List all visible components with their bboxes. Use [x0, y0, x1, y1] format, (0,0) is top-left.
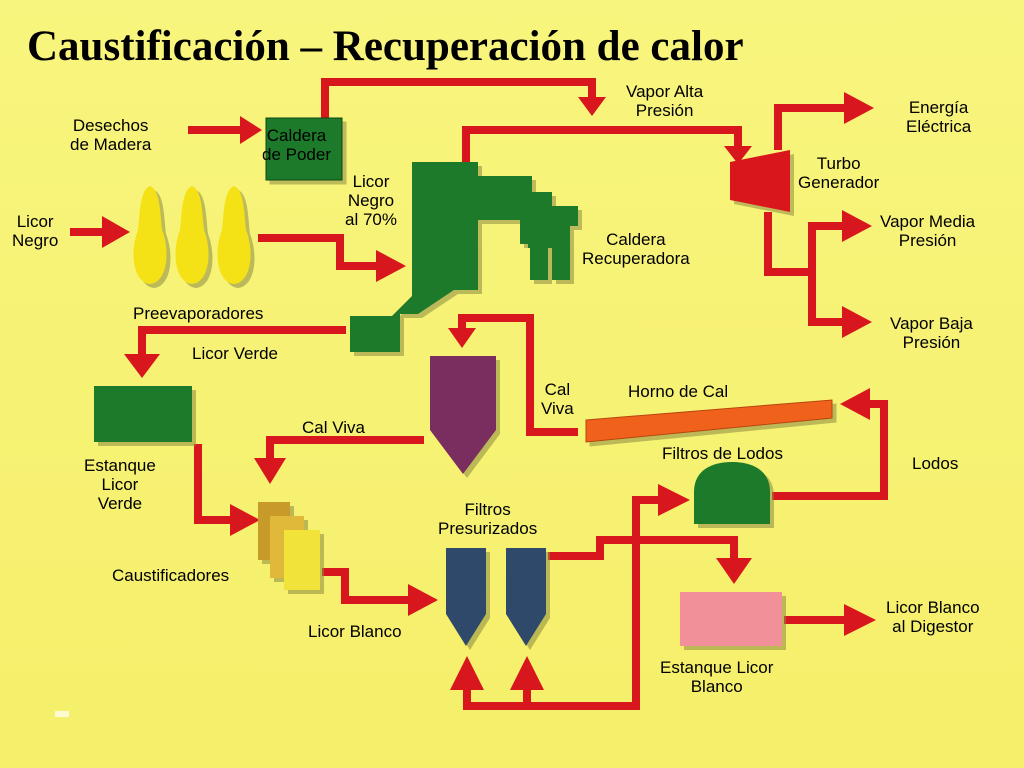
label-green-liquor: Licor Verde	[192, 344, 278, 363]
lime-kiln	[585, 399, 833, 443]
evaporator-3	[217, 186, 251, 284]
flow-hp-steam-header	[462, 126, 742, 162]
white-liquor-tank	[680, 592, 782, 646]
arrowhead	[408, 584, 438, 616]
evaporator-1	[133, 186, 167, 284]
arrowhead	[842, 306, 872, 338]
pressurized-filters	[446, 548, 546, 646]
label-pre-evaporators: Preevaporadores	[133, 304, 264, 323]
arrowhead	[102, 216, 130, 248]
label-caustifiers: Caustificadores	[112, 566, 230, 585]
flow-green-tank-to-caustifiers	[194, 444, 234, 524]
arrowhead	[510, 656, 544, 690]
arrowhead	[230, 504, 260, 536]
pressure-filter-1	[446, 548, 486, 646]
power-boiler	[265, 117, 343, 181]
label-white-liquor: Licor Blanco	[308, 622, 402, 641]
arrowhead	[842, 210, 872, 242]
arrowhead	[376, 250, 406, 282]
arrowhead	[254, 458, 286, 484]
arrowhead	[450, 656, 484, 690]
flow-kiln-to-silo	[458, 314, 578, 436]
arrowhead	[658, 484, 690, 516]
green-liquor-tank	[94, 386, 192, 442]
flow-lime-to-caustifiers	[266, 436, 424, 462]
evaporator-2	[175, 186, 209, 284]
pre-evaporators	[133, 186, 251, 284]
arrowhead	[578, 97, 606, 116]
flow-green-liquor	[138, 326, 346, 358]
flow-turbine-to-mp-steam	[764, 212, 846, 276]
label-mud: Lodos	[912, 454, 959, 473]
turbo-generator	[730, 150, 790, 212]
flow-turbine-to-lp-steam	[808, 272, 846, 326]
recovery-boiler	[350, 162, 578, 352]
caustifier-3	[284, 530, 320, 590]
flow-evap-to-recovery	[258, 234, 380, 270]
arrowhead	[124, 354, 160, 378]
flow-filters-to-white-tank	[548, 536, 738, 562]
arrowhead	[844, 604, 876, 636]
caustifiers	[258, 502, 320, 590]
flow-turbine-to-power	[774, 104, 848, 150]
arrowhead	[844, 92, 874, 124]
flow-mud-to-kiln	[772, 400, 888, 500]
small-mark	[55, 711, 69, 717]
label-quicklime: Cal Viva	[302, 418, 365, 437]
mud-filter	[694, 462, 770, 524]
arrowhead	[840, 388, 870, 420]
page-title: Caustificación – Recuperación de calor	[27, 23, 744, 70]
arrowhead	[724, 146, 752, 164]
label-mud-filters: Filtros de Lodos	[662, 444, 783, 463]
pressure-filter-2	[506, 548, 546, 646]
lime-silo	[430, 356, 496, 474]
flow-lines	[70, 78, 888, 710]
arrowhead	[240, 116, 262, 144]
label-lime-kiln: Horno de Cal	[628, 382, 729, 401]
arrowhead	[448, 328, 476, 348]
arrowhead	[716, 558, 752, 584]
flow-power-boiler-steam	[321, 78, 596, 118]
flow-caustifiers-to-filters	[322, 568, 412, 604]
